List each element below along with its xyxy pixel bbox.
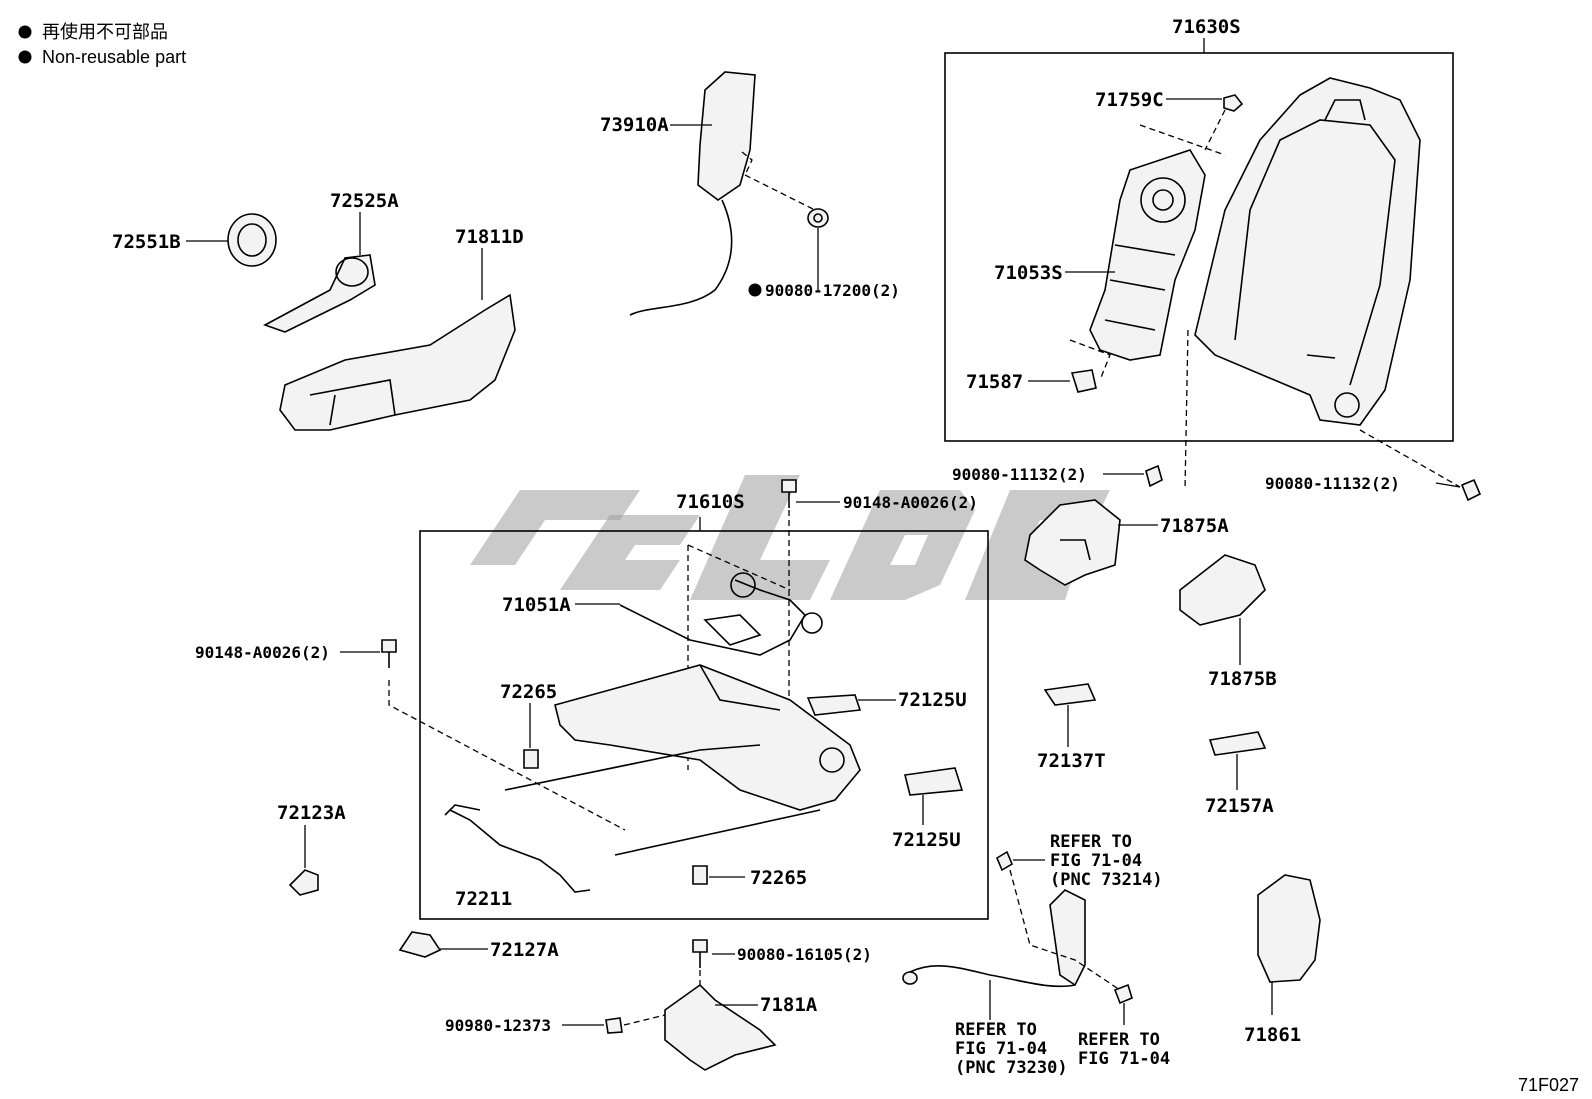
part-71053S-recliner[interactable] xyxy=(1089,149,1206,361)
part-90080-17200-nut[interactable] xyxy=(807,208,829,228)
part-71587-clip[interactable] xyxy=(1070,369,1097,393)
label-72127A[interactable]: 72127A xyxy=(490,939,559,961)
reference-bottom-right: REFER TO FIG 71-04 xyxy=(1078,1030,1170,1069)
label-72265-top[interactable]: 72265 xyxy=(500,681,557,703)
figure-id: 71F027 xyxy=(1518,1075,1579,1095)
legend: 再使用不可部品 Non-reusable part xyxy=(18,22,186,67)
label-71861[interactable]: 71861 xyxy=(1244,1024,1301,1046)
svg-text:REFER TO: REFER TO xyxy=(1050,832,1132,852)
label-71875A[interactable]: 71875A xyxy=(1160,515,1229,537)
part-71051A-cable[interactable] xyxy=(619,572,823,656)
label-71051A[interactable]: 71051A xyxy=(502,594,571,616)
label-90980-12373[interactable]: 90980-12373 xyxy=(445,1016,551,1035)
label-71759C[interactable]: 71759C xyxy=(1095,89,1164,111)
part-90148-A0026-bolt-left[interactable] xyxy=(381,639,397,668)
seatback-frame-part[interactable] xyxy=(1194,77,1421,426)
non-reusable-bullet-icon xyxy=(18,25,32,39)
part-71759C-nut[interactable] xyxy=(1223,94,1244,112)
label-90080-16105[interactable]: 90080-16105(2) xyxy=(737,945,872,964)
svg-text:(PNC 73214): (PNC 73214) xyxy=(1050,870,1163,890)
label-71630S[interactable]: 71630S xyxy=(1172,16,1241,38)
label-71811D[interactable]: 71811D xyxy=(455,226,524,248)
seat-track-group-box xyxy=(419,530,989,920)
part-90080-11132-bolt-left[interactable] xyxy=(1145,464,1163,488)
part-90080-11132-bolt-right[interactable] xyxy=(1460,478,1482,502)
part-90148-A0026-bolt-top[interactable] xyxy=(781,479,797,508)
non-reusable-bullet-icon xyxy=(748,283,762,297)
label-7181A[interactable]: 7181A xyxy=(760,994,818,1016)
part-72137T-cover[interactable] xyxy=(1043,683,1097,706)
part-90980-12373-connector[interactable] xyxy=(605,1017,623,1034)
part-72125U-cover-top[interactable] xyxy=(806,694,862,716)
part-72125U-cover-bottom[interactable] xyxy=(904,767,964,796)
part-buckle-nut-top[interactable] xyxy=(995,850,1014,872)
label-90080-17200[interactable]: 90080-17200(2) xyxy=(765,281,900,300)
label-90148-A0026-left[interactable]: 90148-A0026(2) xyxy=(195,643,330,662)
label-73910A[interactable]: 73910A xyxy=(600,114,669,136)
legend-text-jp: 再使用不可部品 xyxy=(42,22,168,42)
part-71811D-shield[interactable] xyxy=(279,293,516,431)
svg-text:FIG 71-04: FIG 71-04 xyxy=(955,1039,1047,1059)
part-72123A-cover[interactable] xyxy=(288,869,319,896)
part-72127A-cover[interactable] xyxy=(398,931,442,958)
label-72525A[interactable]: 72525A xyxy=(330,190,399,212)
label-72157A[interactable]: 72157A xyxy=(1205,795,1274,817)
part-71861-headrest[interactable] xyxy=(1257,874,1321,983)
svg-text:(PNC 73230): (PNC 73230) xyxy=(955,1058,1068,1078)
svg-text:FIG 71-04: FIG 71-04 xyxy=(1050,851,1142,871)
label-90148-A0026-top[interactable]: 90148-A0026(2) xyxy=(843,493,978,512)
part-72551B-cap[interactable] xyxy=(227,213,277,267)
label-72551B[interactable]: 72551B xyxy=(112,231,181,253)
part-7181A-bracket[interactable] xyxy=(664,983,777,1071)
reference-bottom-left: REFER TO FIG 71-04 (PNC 73230) xyxy=(955,1020,1068,1078)
label-71875B[interactable]: 71875B xyxy=(1208,668,1277,690)
part-buckle-nut-bottom[interactable] xyxy=(1113,983,1133,1005)
part-72157A-cover[interactable] xyxy=(1208,731,1267,756)
reference-top: REFER TO FIG 71-04 (PNC 73214) xyxy=(1050,832,1163,890)
label-72211[interactable]: 72211 xyxy=(455,888,512,910)
svg-text:REFER TO: REFER TO xyxy=(1078,1030,1160,1050)
part-seat-track-frame[interactable] xyxy=(504,664,861,856)
svg-text:FIG 71-04: FIG 71-04 xyxy=(1078,1049,1170,1069)
label-72123A[interactable]: 72123A xyxy=(277,802,346,824)
label-71587[interactable]: 71587 xyxy=(966,371,1023,393)
part-72265-clip-top[interactable] xyxy=(523,749,539,769)
svg-text:REFER TO: REFER TO xyxy=(955,1020,1037,1040)
label-90080-11132-left[interactable]: 90080-11132(2) xyxy=(952,465,1087,484)
label-72137T[interactable]: 72137T xyxy=(1037,750,1106,772)
label-72265-bottom[interactable]: 72265 xyxy=(750,867,807,889)
part-71875B-bracket[interactable] xyxy=(1179,554,1266,626)
part-72525A-knob[interactable] xyxy=(263,254,376,333)
label-71610S[interactable]: 71610S xyxy=(676,491,745,513)
label-72125U-top[interactable]: 72125U xyxy=(898,689,967,711)
part-90080-16105-bolt[interactable] xyxy=(692,939,708,968)
part-72265-clip-bottom[interactable] xyxy=(692,865,708,885)
legend-text-en: Non-reusable part xyxy=(42,47,186,67)
part-seat-belt-buckle[interactable] xyxy=(902,889,1086,988)
part-73910A-airbag[interactable] xyxy=(629,71,816,316)
part-71875A-bracket[interactable] xyxy=(1024,499,1121,586)
label-71053S[interactable]: 71053S xyxy=(994,262,1063,284)
label-72125U-bottom[interactable]: 72125U xyxy=(892,829,961,851)
non-reusable-bullet-icon xyxy=(18,50,32,64)
label-90080-11132-right[interactable]: 90080-11132(2) xyxy=(1265,474,1400,493)
part-72211-wire[interactable] xyxy=(444,804,591,893)
watermark-logo xyxy=(470,475,1110,600)
seatback-frame-group-box xyxy=(944,52,1454,442)
